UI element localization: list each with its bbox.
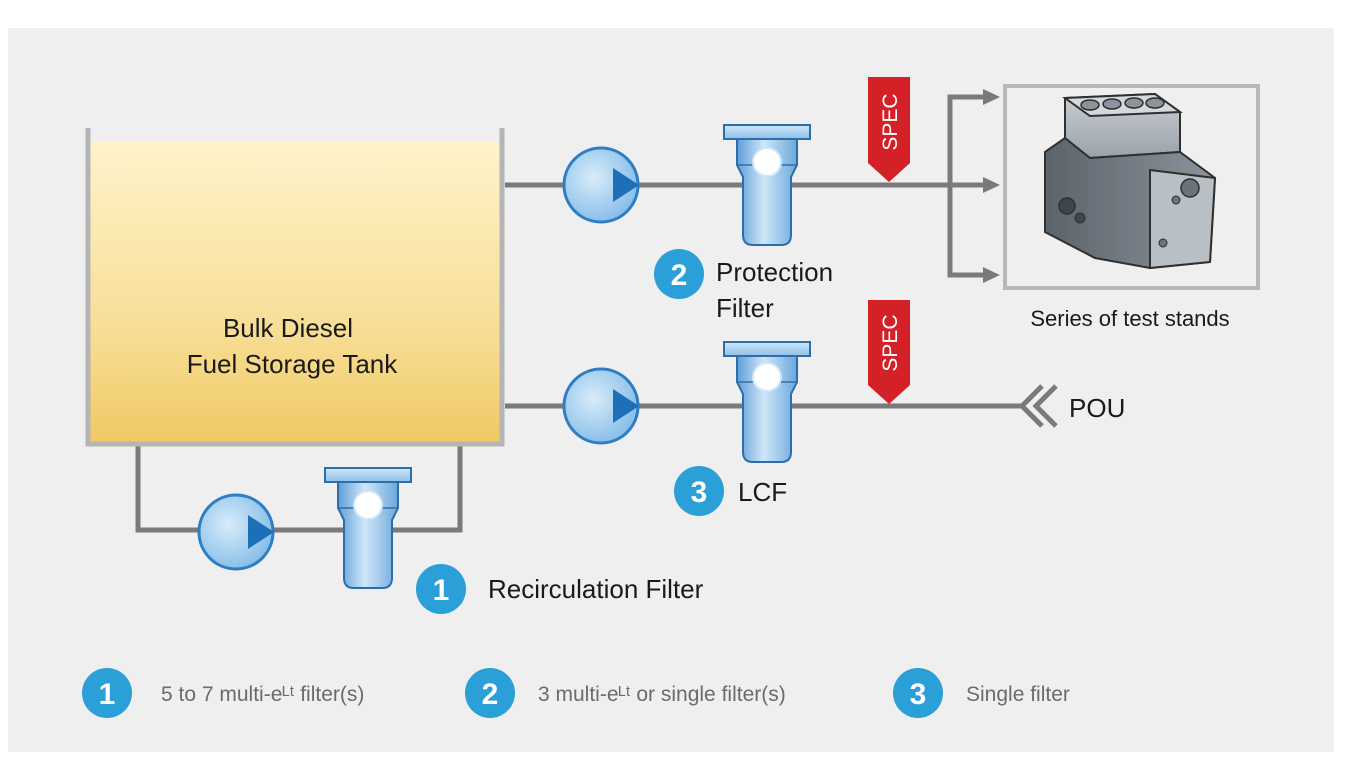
arrowhead-bottom [983, 267, 1000, 283]
recirculation-filter-label: Recirculation Filter [488, 574, 704, 604]
filter-recirculation-sight-glass [353, 490, 383, 520]
pump-recirculation-arrow-icon [248, 515, 274, 549]
tank-label-line1: Bulk Diesel [223, 313, 353, 343]
spec-tag-top: SPEC [868, 77, 910, 182]
filter-lcf-sight-glass [752, 362, 782, 392]
storage-tank: Bulk Diesel Fuel Storage Tank [85, 128, 505, 447]
legend-item-1-text: 5 to 7 multi-eᴸᵗ filter(s) [161, 683, 364, 706]
recirculation-filter-callout: 1 Recirculation Filter [416, 564, 704, 614]
spec-tag-bottom: SPEC [868, 300, 910, 404]
engine-icon [1044, 92, 1217, 270]
legend-item-2-text: 3 multi-eᴸᵗ or single filter(s) [538, 683, 786, 706]
badge-2-number: 2 [671, 259, 688, 292]
legend: 1 5 to 7 multi-eᴸᵗ filter(s) 2 3 multi-e… [82, 668, 1070, 718]
filter-protection [723, 124, 811, 246]
badge-3-number: 3 [691, 476, 708, 509]
lcf-callout: 3 LCF [674, 466, 787, 516]
protection-filter-label-line1: Protection [716, 257, 833, 287]
filter-lcf [723, 341, 811, 463]
pump-top [562, 146, 640, 224]
tank-body [88, 142, 502, 442]
badge-1 [416, 564, 466, 614]
test-stands: Series of test stands [1003, 84, 1260, 331]
legend-item-1: 1 5 to 7 multi-eᴸᵗ filter(s) [82, 668, 364, 718]
filter-protection-sight-glass [752, 147, 782, 177]
badge-1-number: 1 [433, 574, 450, 607]
pump-bottom [562, 367, 640, 445]
filter-recirculation [324, 467, 412, 589]
spec-tag-bottom-text: SPEC [879, 314, 902, 371]
recirculation-pipe [135, 442, 463, 533]
pump-bottom-arrow-icon [613, 389, 639, 423]
legend-item-2: 2 3 multi-eᴸᵗ or single filter(s) [465, 668, 786, 718]
pou-chevron-inner-icon [1032, 384, 1058, 428]
badge-2 [654, 249, 704, 299]
protection-filter-callout: 2 Protection Filter [654, 249, 833, 323]
branch-arrowheads [983, 89, 1000, 283]
tank-walls [85, 128, 505, 447]
spec-tag-top-text: SPEC [879, 93, 902, 150]
arrowhead-middle [983, 177, 1000, 193]
test-stands-label: Series of test stands [1030, 306, 1229, 331]
badge-3 [674, 466, 724, 516]
legend-item-3: 3 Single filter [893, 668, 1070, 718]
protection-filter-label-line2: Filter [716, 293, 774, 323]
legend-item-2-number: 2 [482, 678, 499, 711]
legend-item-3-number: 3 [910, 678, 927, 711]
pou-label: POU [1069, 393, 1125, 423]
arrowhead-top [983, 89, 1000, 105]
pump-recirculation [197, 493, 275, 571]
tank-label-line2: Fuel Storage Tank [187, 349, 399, 379]
pou-connector: POU [1018, 384, 1125, 428]
test-stand-frame [1003, 84, 1260, 290]
legend-item-3-text: Single filter [966, 683, 1070, 706]
pump-top-arrow-icon [613, 168, 639, 202]
legend-item-1-number: 1 [99, 678, 116, 711]
lcf-label: LCF [738, 477, 787, 507]
pou-chevron-outer-icon [1018, 384, 1044, 428]
